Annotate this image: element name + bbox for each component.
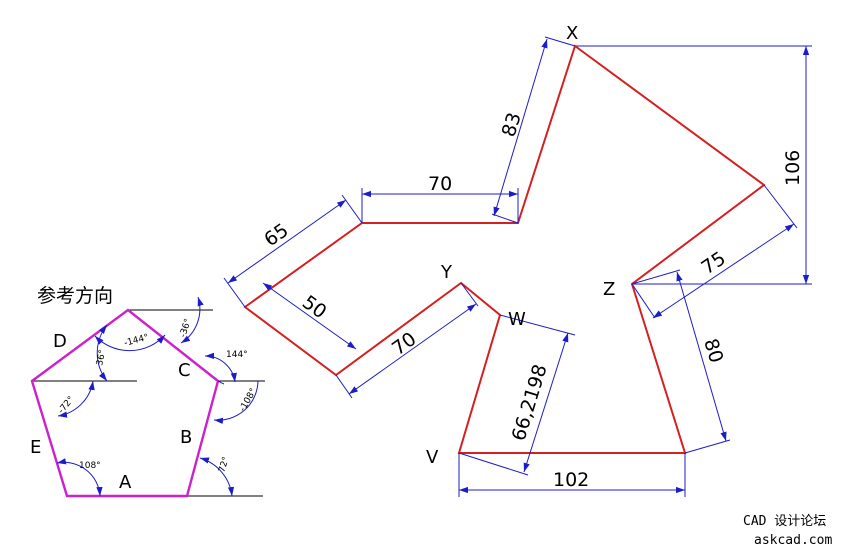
- ext-65-a: [223, 277, 246, 308]
- side-label-c: C: [178, 360, 191, 381]
- side-label-a: A: [119, 472, 132, 493]
- reference-pentagon-group: 参考方向 A B C D E 108° 72° -72° -108° 144° …: [30, 285, 265, 498]
- ext-66-a: [499, 314, 576, 336]
- dim-label-50: 50: [298, 291, 330, 323]
- watermark-line2: askcad.com: [754, 533, 832, 548]
- arc-72: [199, 457, 235, 497]
- angle-label-36: 36°: [95, 349, 108, 367]
- angle-label-108: 108°: [79, 461, 101, 471]
- vertex-label-z: Z: [603, 279, 615, 300]
- watermark-group: CAD 设计论坛 askcad.com: [743, 514, 832, 548]
- ext-66-b: [458, 452, 529, 476]
- reference-title: 参考方向: [37, 285, 113, 307]
- vertex-label-y: Y: [440, 262, 453, 283]
- side-label-e: E: [30, 437, 41, 458]
- angle-label-m108: -108°: [238, 387, 259, 414]
- dim-line-80: [676, 271, 727, 442]
- main-shape-group: 83 70 65 50 70 106 75 80: [223, 23, 812, 497]
- ext-80-b: [684, 439, 731, 454]
- ext-65-b: [341, 194, 363, 224]
- angle-label-144: 144°: [226, 350, 248, 360]
- angle-label-72: 72°: [217, 456, 231, 474]
- arc-m72: [57, 380, 95, 418]
- dim-line-70-lower: [348, 303, 477, 395]
- vertex-label-w: W: [508, 309, 526, 330]
- ext-83-b: [544, 36, 576, 47]
- side-label-d: D: [53, 331, 67, 352]
- dim-label-70-top: 70: [428, 173, 452, 195]
- ext-75-b: [631, 283, 656, 319]
- dim-label-83: 83: [498, 110, 526, 140]
- dim-label-65: 65: [260, 219, 292, 251]
- dim-label-75: 75: [697, 247, 729, 279]
- angle-label-m36: -36°: [178, 318, 193, 339]
- ext-70b-b: [460, 282, 479, 307]
- ext-83-a: [491, 213, 519, 224]
- angle-label-m72: -72°: [57, 395, 77, 416]
- dim-label-106: 106: [782, 150, 804, 186]
- dim-line-66: [523, 332, 569, 473]
- pentagon-outline: [30, 308, 220, 498]
- dim-line-75: [652, 223, 795, 319]
- dim-line-50: [262, 282, 357, 350]
- arc-108: [56, 458, 103, 497]
- arc-144: [204, 352, 237, 383]
- arc-m36: [180, 296, 204, 344]
- ext-70b-a: [335, 374, 353, 399]
- red-outline: [243, 44, 766, 454]
- ext-80-a: [631, 269, 681, 285]
- angle-label-m144: -144°: [123, 333, 150, 349]
- ext-75-a: [763, 184, 798, 229]
- dim-label-80: 80: [699, 336, 727, 366]
- dim-line-83: [493, 38, 548, 217]
- watermark-line1: CAD 设计论坛: [743, 514, 826, 529]
- side-label-b: B: [180, 427, 192, 448]
- dim-label-102: 102: [553, 469, 589, 491]
- dim-line-65: [227, 199, 347, 284]
- dim-label-66: 66,2198: [508, 362, 552, 444]
- vertex-label-v: V: [426, 447, 439, 468]
- vertex-label-x: X: [566, 23, 578, 44]
- arc-36: [96, 324, 108, 382]
